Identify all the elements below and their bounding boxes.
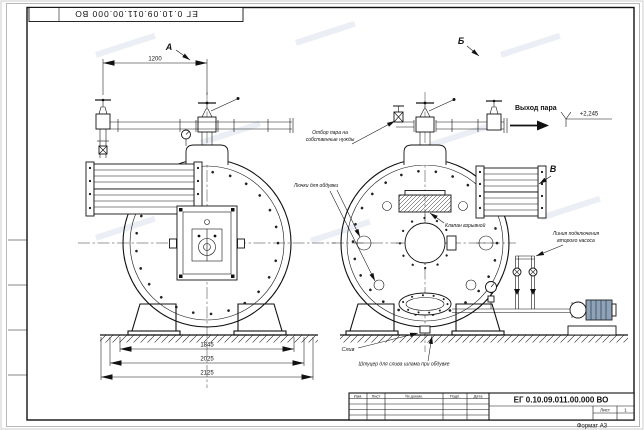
tb-col-list: Лист xyxy=(372,394,381,399)
label-sludge-fitting: Штуцер для слива шлама при обдувке xyxy=(358,362,449,368)
label-second-pump-1: Линия подключения xyxy=(552,231,600,237)
tb-col-dokum: № докум. xyxy=(405,394,423,399)
tb-col-data: Дата xyxy=(474,394,484,399)
label-drain: Слив xyxy=(341,347,354,353)
stamp-doc-number: ЕГ 0.10.09.011.00.000 ВО xyxy=(74,9,198,19)
dim-overall-width: 2125 xyxy=(200,371,214,377)
top-stamp: ЕГ 0.10.09.011.00.000 ВО xyxy=(28,7,244,22)
dim-mid-width: 2025 xyxy=(200,357,214,363)
dim-top-width: 1200 xyxy=(148,57,162,63)
label-second-pump-2: второго насоса xyxy=(557,238,595,244)
right-view-labels: Отбор пара на собственные нужды Лючки дл… xyxy=(293,36,600,368)
tb-col-izm: Изм. xyxy=(354,394,363,399)
dim-support-span: 1845 xyxy=(200,343,214,349)
left-view-dimensions: 1200 А 1845 2025 2125 xyxy=(100,42,314,380)
label-explosion-valve: Клапан взрывной xyxy=(445,222,486,229)
label-own-needs-2: собственные нужды xyxy=(306,137,355,143)
view-label-v: В xyxy=(550,164,557,174)
tb-doc-number: ЕГ 0.10.09.011.00.000 ВО xyxy=(514,396,609,405)
title-block: Изм. Лист № докум. Подп. Дата ЕГ 0.10.09… xyxy=(348,392,635,430)
label-own-needs-1: Отбор пара на xyxy=(312,130,348,136)
right-boiler-rear-view xyxy=(332,92,628,352)
label-steam-out: Выход пара xyxy=(515,105,557,112)
tb-sheet-label: Лист xyxy=(600,408,610,413)
label-blow-hatches: Лючки для обдувки xyxy=(293,183,339,189)
label-elevation: +2,245 xyxy=(580,112,599,118)
format-label: Формат А3 xyxy=(577,424,608,430)
tb-col-podp: Подп. xyxy=(450,394,461,399)
left-boiler-front-view xyxy=(78,92,336,388)
view-label-a: А xyxy=(165,42,173,52)
view-label-b: Б xyxy=(458,36,465,46)
tb-sheet-number: 1 xyxy=(624,408,627,413)
